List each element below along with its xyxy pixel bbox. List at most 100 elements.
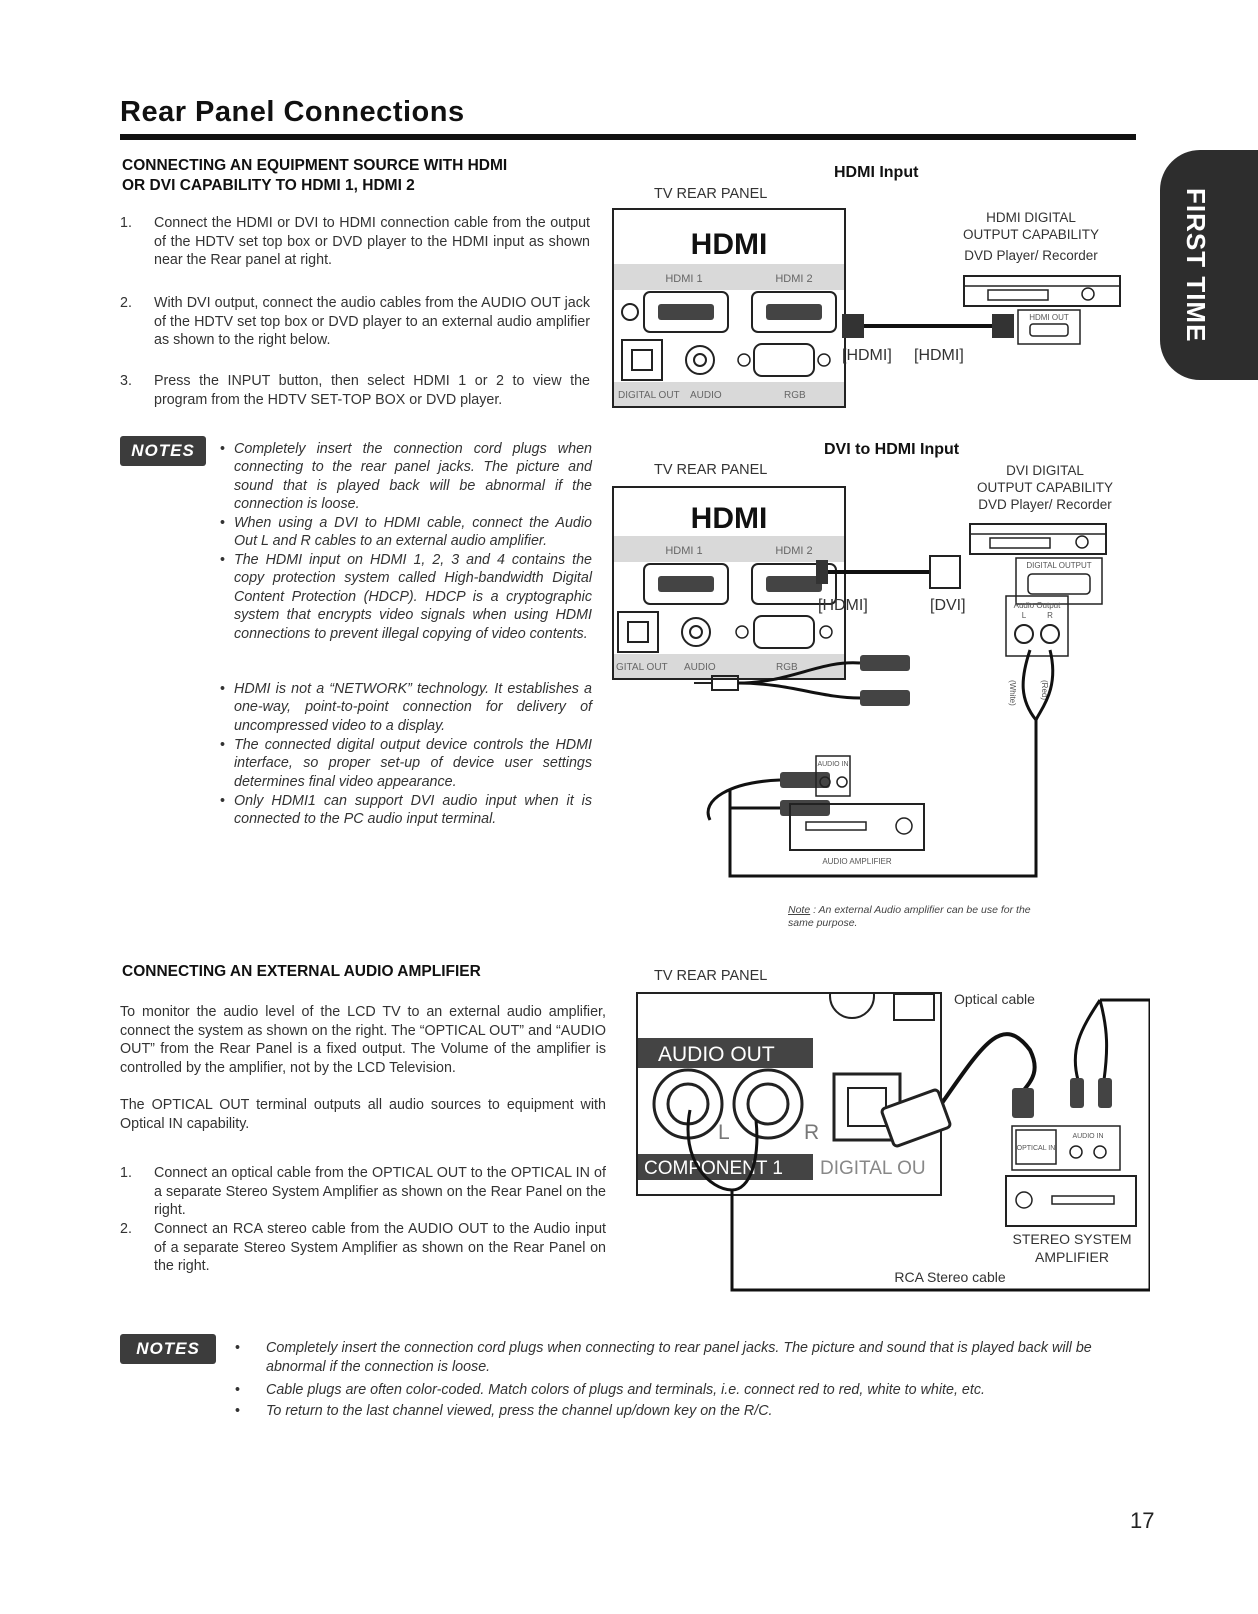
dvi-audio-wiring: DIGITAL OUTPUT [HDMI] [DVI] Audio Output…: [694, 523, 1107, 878]
note-text: : An external Audio amplifier can be use…: [788, 904, 1031, 929]
tv-rear-panel-drawing: HDMI HDMI 1 HDMI 2 GITAL OUT AUDIO RGB: [614, 502, 844, 678]
bottom-note-item: •Completely insert the connection cord p…: [235, 1340, 1092, 1375]
bottom-note-item: •Cable plugs are often color-coded. Matc…: [235, 1382, 985, 1398]
optical-in-label: OPTICAL IN: [1017, 1145, 1056, 1152]
device-line2: OUTPUT CAPABILITY: [976, 480, 1114, 495]
audio-r-label: R: [804, 1121, 819, 1144]
note-item: •Only HDMI1 can support DVI audio input …: [220, 793, 592, 828]
cable-end-hdmi: [HDMI]: [818, 597, 868, 614]
tv-rear-panel-audio: AUDIO OUT L R COMPONENT 1 DIGITAL OU: [636, 992, 942, 1196]
rca-plug-icon: [860, 690, 910, 706]
dvi-diagram-title: DVI to HDMI Input: [824, 441, 960, 458]
note-word: Note: [788, 904, 811, 916]
audio-l-label: L: [1022, 611, 1027, 620]
amp-input-panel: [1011, 1125, 1121, 1171]
amp-label-line2: AMPLIFIER: [1035, 1249, 1109, 1265]
optical-plug-icon: [880, 1088, 952, 1148]
side-tab-label: FIRST TIME USE: [1121, 187, 1211, 343]
hdmi-heading-line2: OR DVI CAPABILITY TO HDMI 1, HDMI 2: [122, 177, 415, 194]
device-line2: OUTPUT CAPABILITY: [962, 227, 1100, 242]
device-line3: DVD Player/ Recorder: [978, 497, 1112, 512]
rca-plug-icon: [1098, 1078, 1112, 1108]
port-label-hdmi2: HDMI 2: [775, 273, 812, 285]
port-label-audio: AUDIO: [684, 662, 716, 673]
digital-out-label: DIGITAL OU: [820, 1158, 926, 1179]
audio-r-label: R: [1047, 611, 1053, 620]
notes-badge: NOTES: [120, 436, 206, 466]
rca-plug-icon: [780, 772, 830, 788]
audio-l-label: L: [718, 1121, 730, 1144]
audio-section-heading: CONNECTING AN EXTERNAL AUDIO AMPLIFIER: [122, 963, 481, 980]
dvi-source-label: DVI DIGITAL OUTPUT CAPABILITY DVD Player…: [950, 462, 1140, 513]
hdmi-heading-line1: CONNECTING AN EQUIPMENT SOURCE WITH HDMI: [122, 157, 508, 174]
amp-label: AUDIO AMPLIFIER: [822, 857, 892, 866]
note-text: Completely insert the connection cord pl…: [266, 1340, 1092, 1375]
hdmi-logo: HDMI: [691, 502, 768, 535]
port-label-hdmi2: HDMI 2: [775, 545, 812, 557]
note-item: •HDMI is not a “NETWORK” technology. It …: [220, 681, 592, 734]
rca-plug-icon: [860, 655, 910, 671]
audio-in-label: AUDIO IN: [1072, 1133, 1103, 1140]
dvi-output-port: [1015, 557, 1103, 605]
tv-rear-panel-label: TV REAR PANEL: [654, 186, 768, 202]
tv-rear-panel-drawing: HDMI HDMI 1 HDMI 2 DIGITAL OUT AUDIO RGB: [614, 228, 844, 406]
tv-rear-panel-drawing: AUDIO OUT L R COMPONENT 1 DIGITAL OU: [638, 994, 935, 1180]
step-text: Connect the HDMI or DVI to HDMI connecti…: [154, 215, 590, 268]
note-item: •The connected digital output device con…: [220, 737, 592, 790]
port-label-audio: AUDIO: [690, 390, 722, 401]
hdmi-out-label: HDMI OUT: [1029, 313, 1069, 322]
note-text: The HDMI input on HDMI 1, 2, 3 and 4 con…: [234, 552, 592, 642]
port-label-rgb: RGB: [784, 390, 806, 401]
notes-badge: NOTES: [120, 1334, 216, 1364]
bottom-note-item: •To return to the last channel viewed, p…: [235, 1403, 773, 1419]
note-text: The connected digital output device cont…: [234, 737, 592, 790]
hdmi-plug-icon: [842, 314, 864, 338]
audio-out-band: [638, 1038, 813, 1068]
dvi-plug-icon: [929, 555, 961, 589]
mini-plug-icon: [711, 675, 739, 691]
optical-in-port: [1015, 1129, 1057, 1165]
cable-end-hdmi: [HDMI]: [914, 347, 964, 364]
audio-amplifier-icon: [789, 803, 925, 851]
step-text: Connect an optical cable from the OPTICA…: [154, 1165, 606, 1218]
audio-section-para1: To monitor the audio level of the LCD TV…: [120, 1004, 606, 1076]
component-band: [638, 1154, 813, 1180]
dvd-player-icon: [963, 275, 1121, 307]
white-label: (White): [1008, 680, 1017, 706]
rca-plug-icon: [780, 800, 830, 816]
tv-rear-panel-label: TV REAR PANEL: [654, 462, 768, 478]
step-number: 3.: [120, 373, 132, 389]
audio-out-label: AUDIO OUT: [658, 1043, 775, 1066]
red-label: (Red): [1040, 680, 1049, 700]
step-number: 1.: [120, 215, 132, 231]
device-line1: DVI DIGITAL: [1006, 463, 1084, 478]
port-label-digital-out: GITAL OUT: [616, 662, 668, 673]
stereo-amplifier-icon: [1005, 1175, 1137, 1227]
optical-cable-label: Optical cable: [954, 991, 1035, 1007]
hdmi-source-label: HDMI DIGITAL OUTPUT CAPABILITY DVD Playe…: [946, 209, 1116, 264]
dvi-diagram-note: Note : An external Audio amplifier can b…: [788, 904, 1050, 930]
hdmi-plug-icon: [992, 314, 1014, 338]
cable-end-dvi: [DVI]: [930, 597, 966, 614]
note-item: •The HDMI input on HDMI 1, 2, 3 and 4 co…: [220, 552, 592, 642]
note-text: Only HDMI1 can support DVI audio input w…: [234, 793, 592, 828]
note-text: Cable plugs are often color-coded. Match…: [266, 1382, 985, 1398]
rca-cable-label: RCA Stereo cable: [894, 1269, 1005, 1285]
note-text: HDMI is not a “NETWORK” technology. It e…: [234, 681, 592, 734]
step-number: 2.: [120, 1221, 132, 1237]
hdmi-cable-and-dvd: HDMI OUT [HDMI] [HDMI]: [842, 275, 1121, 364]
hdmi-section-heading: CONNECTING AN EQUIPMENT SOURCE WITH HDMI…: [122, 156, 507, 196]
audio-output-label: Audio Output: [1014, 601, 1061, 610]
audio-output-port: [1005, 595, 1069, 657]
component-label: COMPONENT 1: [644, 1158, 783, 1179]
note-text: Completely insert the connection cord pl…: [234, 441, 592, 513]
note-item: •When using a DVI to HDMI cable, connect…: [220, 515, 592, 550]
step-number: 2.: [120, 295, 132, 311]
step-number: 1.: [120, 1165, 132, 1181]
dvd-player-icon: [969, 523, 1107, 555]
tv-rear-panel-dvi: HDMI HDMI 1 HDMI 2 GITAL OUT AUDIO RGB: [612, 486, 846, 680]
tv-rear-panel-hdmi: HDMI HDMI 1 HDMI 2 DIGITAL OUT AUDIO RGB: [612, 208, 846, 408]
amp-label-line1: STEREO SYSTEM: [1012, 1231, 1131, 1247]
port-label-digital-out: DIGITAL OUT: [618, 390, 680, 401]
note-text: When using a DVI to HDMI cable, connect …: [234, 515, 592, 550]
